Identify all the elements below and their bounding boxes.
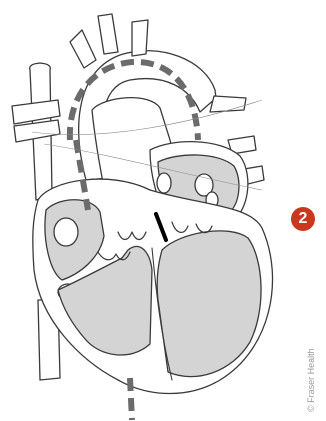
- conduction-pathway-lower: [130, 378, 132, 420]
- brachiocephalic-artery: [70, 30, 96, 68]
- copyright-credit: © Fraser Health: [306, 348, 316, 412]
- left-common-carotid: [98, 14, 118, 54]
- step-number-badge: 2: [291, 207, 315, 231]
- pulmonary-vein-right-upper: [210, 96, 246, 112]
- vein-opening-1: [157, 173, 171, 193]
- right-atrium-opening: [54, 218, 78, 246]
- left-subclavian-artery: [132, 20, 148, 56]
